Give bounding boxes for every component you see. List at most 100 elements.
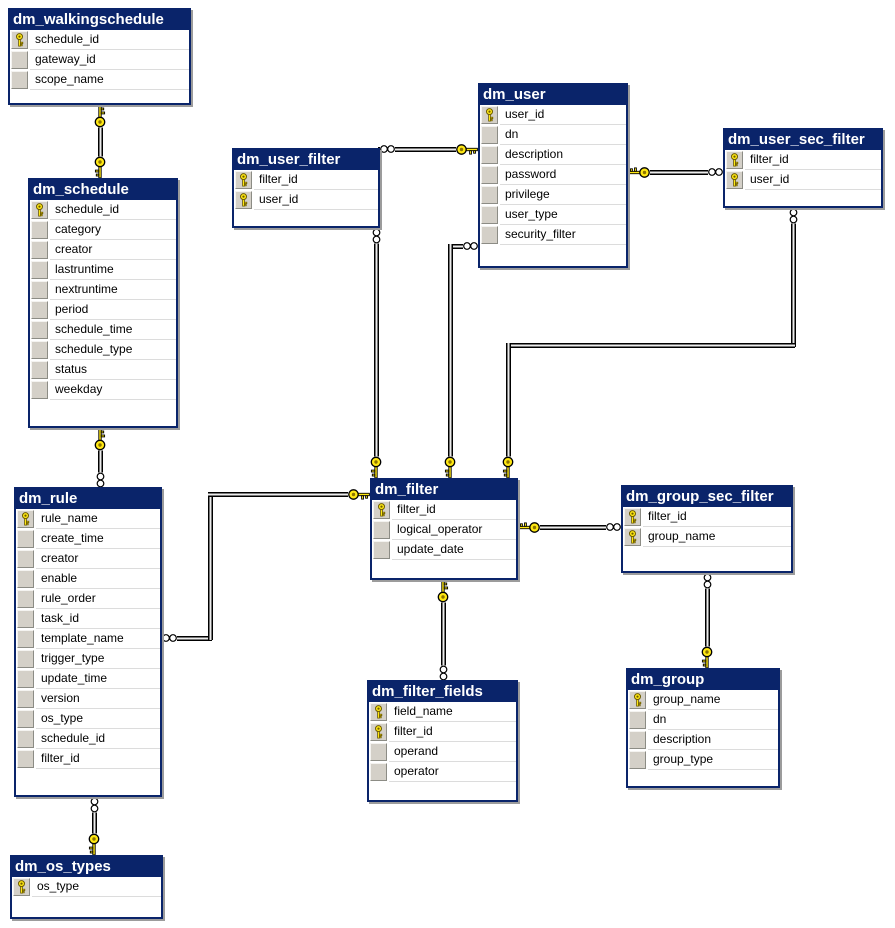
field-row[interactable]: os_type (12, 877, 161, 897)
field-row[interactable]: user_id (480, 105, 626, 125)
field-row[interactable]: filter_id (372, 500, 516, 520)
table-title-dm_os_types[interactable]: dm_os_types (12, 857, 161, 877)
table-title-dm_rule[interactable]: dm_rule (16, 489, 160, 509)
relationship-line-dm_user_sec_filter-dm_filter[interactable] (790, 206, 796, 347)
field-row[interactable]: dn (628, 710, 778, 730)
row-selector-cell[interactable] (17, 730, 34, 748)
primary-key-cell[interactable] (31, 201, 48, 219)
relationship-line-dm_filter-dm_filter_fields[interactable] (440, 578, 446, 682)
row-selector-cell[interactable] (31, 261, 48, 279)
row-selector-cell[interactable] (481, 146, 498, 164)
field-row[interactable]: lastruntime (30, 260, 176, 280)
field-row[interactable]: task_id (16, 609, 160, 629)
field-row[interactable]: version (16, 689, 160, 709)
row-selector-cell[interactable] (629, 731, 646, 749)
field-row[interactable]: user_type (480, 205, 626, 225)
relationship-line-dm_rule-dm_filter[interactable] (208, 491, 372, 497)
row-selector-cell[interactable] (17, 690, 34, 708)
relationship-line-dm_user_filter-dm_user[interactable] (378, 146, 480, 152)
row-selector-cell[interactable] (31, 321, 48, 339)
primary-key-cell[interactable] (13, 878, 30, 896)
relationship-line-dm_group_sec_filter-dm_group[interactable] (704, 571, 710, 670)
row-selector-cell[interactable] (481, 226, 498, 244)
field-row[interactable]: rule_order (16, 589, 160, 609)
table-title-dm_user_filter[interactable]: dm_user_filter (234, 150, 378, 170)
field-row[interactable]: weekday (30, 380, 176, 400)
field-row[interactable]: schedule_id (30, 200, 176, 220)
field-row[interactable]: rule_name (16, 509, 160, 529)
primary-key-cell[interactable] (373, 501, 390, 519)
row-selector-cell[interactable] (17, 630, 34, 648)
row-selector-cell[interactable] (481, 186, 498, 204)
field-row[interactable]: creator (16, 549, 160, 569)
row-selector-cell[interactable] (481, 166, 498, 184)
row-selector-cell[interactable] (17, 650, 34, 668)
field-row[interactable]: creator (30, 240, 176, 260)
field-row[interactable]: user_id (725, 170, 881, 190)
field-row[interactable]: schedule_id (10, 30, 189, 50)
field-row[interactable]: period (30, 300, 176, 320)
relationship-line-dm_rule-dm_os_types[interactable] (91, 795, 97, 857)
field-row[interactable]: category (30, 220, 176, 240)
row-selector-cell[interactable] (17, 710, 34, 728)
relationship-line-dm_rule-dm_filter[interactable] (207, 492, 213, 640)
relationship-line-dm_filter-dm_group_sec_filter[interactable] (516, 524, 623, 530)
relationship-line-dm_user-dm_user_sec_filter[interactable] (626, 169, 725, 175)
table-title-dm_walkingschedule[interactable]: dm_walkingschedule (10, 10, 189, 30)
field-row[interactable]: group_name (623, 527, 791, 547)
row-selector-cell[interactable] (31, 241, 48, 259)
row-selector-cell[interactable] (17, 550, 34, 568)
relationship-line-dm_user-dm_filter[interactable] (447, 244, 453, 480)
field-row[interactable]: security_filter (480, 225, 626, 245)
field-row[interactable]: logical_operator (372, 520, 516, 540)
primary-key-cell[interactable] (481, 106, 498, 124)
field-row[interactable]: nextruntime (30, 280, 176, 300)
table-title-dm_schedule[interactable]: dm_schedule (30, 180, 176, 200)
primary-key-cell[interactable] (370, 703, 387, 721)
field-row[interactable]: dn (480, 125, 626, 145)
field-row[interactable]: password (480, 165, 626, 185)
relationship-line-dm_schedule-dm_rule[interactable] (97, 426, 103, 489)
row-selector-cell[interactable] (31, 361, 48, 379)
primary-key-cell[interactable] (629, 691, 646, 709)
field-row[interactable]: os_type (16, 709, 160, 729)
field-row[interactable]: schedule_type (30, 340, 176, 360)
table-title-dm_group_sec_filter[interactable]: dm_group_sec_filter (623, 487, 791, 507)
row-selector-cell[interactable] (31, 381, 48, 399)
field-row[interactable]: group_type (628, 750, 778, 770)
field-row[interactable]: filter_id (234, 170, 378, 190)
field-row[interactable]: description (480, 145, 626, 165)
field-row[interactable]: schedule_time (30, 320, 176, 340)
relationship-line-dm_walkingschedule-dm_schedule[interactable] (97, 103, 103, 180)
row-selector-cell[interactable] (31, 221, 48, 239)
row-selector-cell[interactable] (17, 530, 34, 548)
field-row[interactable]: scope_name (10, 70, 189, 90)
primary-key-cell[interactable] (235, 191, 252, 209)
field-row[interactable]: operand (369, 742, 516, 762)
field-row[interactable]: gateway_id (10, 50, 189, 70)
primary-key-cell[interactable] (624, 508, 641, 526)
table-title-dm_filter_fields[interactable]: dm_filter_fields (369, 682, 516, 702)
field-row[interactable]: filter_id (725, 150, 881, 170)
row-selector-cell[interactable] (370, 743, 387, 761)
row-selector-cell[interactable] (17, 590, 34, 608)
primary-key-cell[interactable] (370, 723, 387, 741)
row-selector-cell[interactable] (373, 521, 390, 539)
field-row[interactable]: create_time (16, 529, 160, 549)
row-selector-cell[interactable] (481, 206, 498, 224)
field-row[interactable]: group_name (628, 690, 778, 710)
field-row[interactable]: operator (369, 762, 516, 782)
primary-key-cell[interactable] (726, 171, 743, 189)
primary-key-cell[interactable] (624, 528, 641, 546)
row-selector-cell[interactable] (481, 126, 498, 144)
row-selector-cell[interactable] (629, 751, 646, 769)
row-selector-cell[interactable] (370, 763, 387, 781)
